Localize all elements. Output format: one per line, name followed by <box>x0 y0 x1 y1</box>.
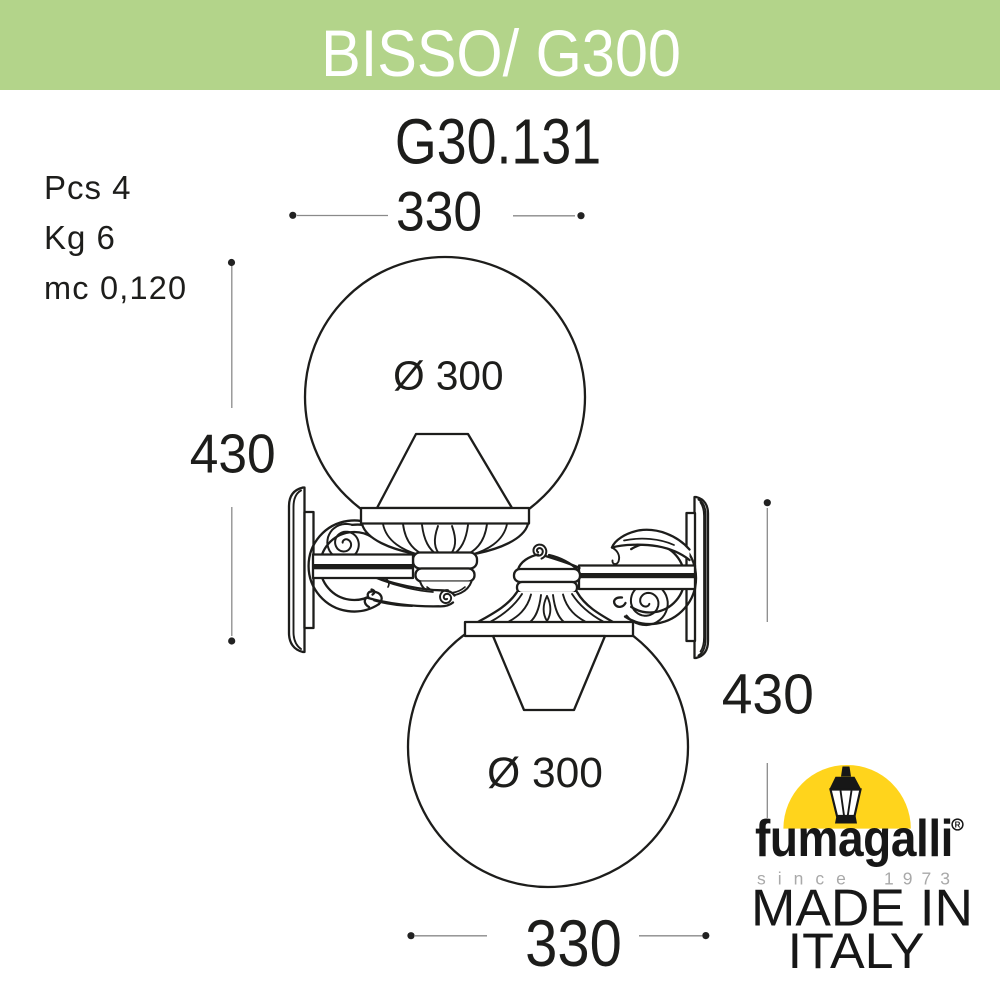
svg-text:mc 0,120: mc 0,120 <box>44 270 187 306</box>
svg-text:since: since <box>757 869 858 889</box>
svg-text:R: R <box>955 821 961 830</box>
svg-text:BISSO/ G300: BISSO/ G300 <box>321 17 681 91</box>
svg-text:330: 330 <box>525 908 622 981</box>
svg-text:430: 430 <box>190 424 276 485</box>
svg-text:ITALY: ITALY <box>788 923 925 979</box>
svg-text:330: 330 <box>396 181 482 243</box>
svg-text:Pcs 4: Pcs 4 <box>44 169 132 206</box>
svg-text:fumagalli: fumagalli <box>755 810 953 867</box>
svg-text:430: 430 <box>722 662 814 726</box>
svg-text:Ø 300: Ø 300 <box>487 750 603 797</box>
svg-text:Ø 300: Ø 300 <box>393 353 503 399</box>
svg-text:1973: 1973 <box>884 869 959 889</box>
svg-text:G30.131: G30.131 <box>395 105 601 178</box>
svg-text:MADE IN: MADE IN <box>751 879 973 937</box>
svg-text:Kg 6: Kg 6 <box>44 219 116 256</box>
